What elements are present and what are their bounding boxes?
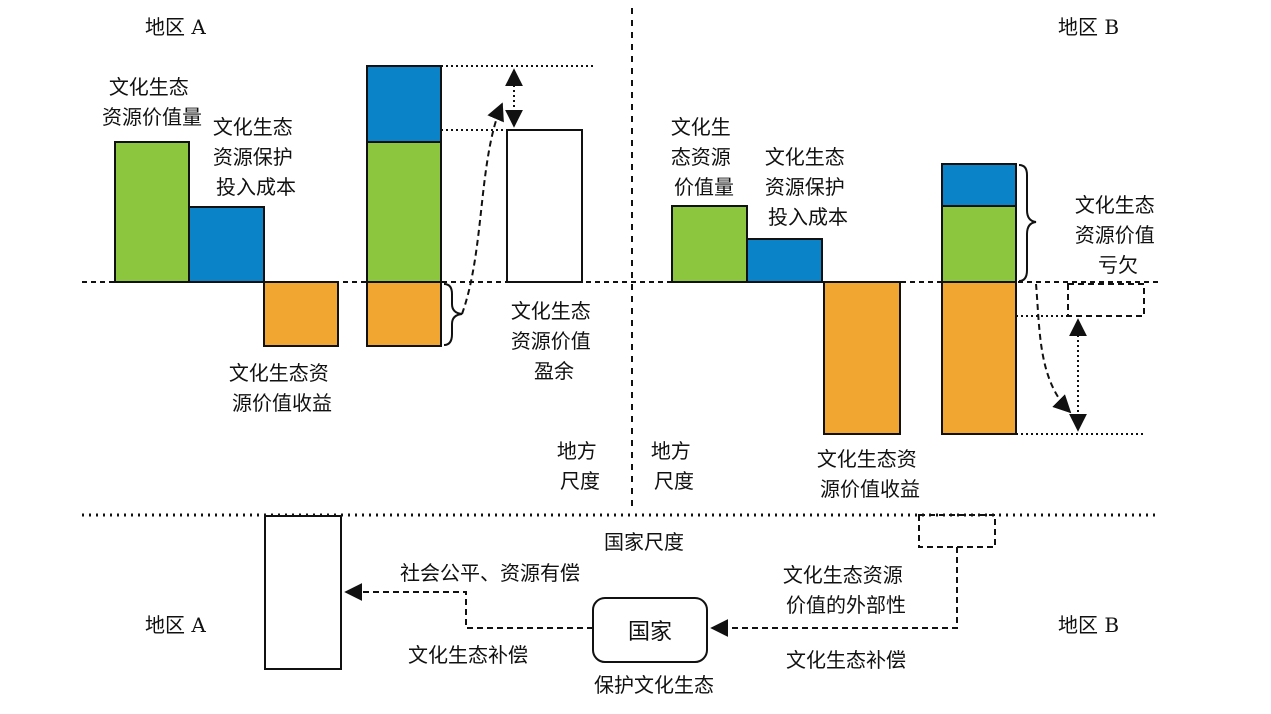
a-income-label: 文化生态资 源价值收益 xyxy=(229,361,335,415)
b-value-label: 文化生 态资源 价值量 xyxy=(671,115,737,199)
national-a-receiving-box xyxy=(264,515,342,670)
b-positive-brace xyxy=(1018,164,1037,282)
state-node xyxy=(592,597,708,663)
b-stack-cost-bar xyxy=(941,163,1017,207)
national-b-deficit-dashed-box xyxy=(918,514,996,548)
b-deficit-label: 文化生态 资源价值 亏欠 xyxy=(1075,193,1161,277)
a-stack-income-bar xyxy=(366,281,442,347)
a-cost-bar xyxy=(188,206,265,283)
externality-flow-arrow xyxy=(710,547,958,637)
externality-label: 文化生态资源 价值的外部性 xyxy=(783,563,909,617)
equity-label: 社会公平、资源有偿 xyxy=(400,561,580,585)
b-income-label: 文化生态资 源价值收益 xyxy=(817,447,923,501)
region-b-label-bottom: 地区 B xyxy=(1058,613,1119,637)
state-caption: 保护文化生态 xyxy=(594,673,714,697)
b-deficit-dashed-box xyxy=(1067,283,1145,317)
a-income-brace xyxy=(443,283,463,346)
b-cost-bar xyxy=(746,238,823,283)
b-cost-label: 文化生态 资源保护 投入成本 xyxy=(765,145,851,229)
local-scale-label-right: 地方 尺度 xyxy=(651,439,697,493)
region-a-label-bottom: 地区 A xyxy=(145,613,206,637)
b-income-bar xyxy=(823,281,901,435)
a-stack-cost-bar xyxy=(366,65,442,143)
a-transfer-dashed-arrow xyxy=(461,102,504,315)
a-value-label: 文化生态 资源价值量 xyxy=(102,75,202,129)
b-value-bar xyxy=(671,205,748,283)
region-a-bars xyxy=(114,65,583,347)
b-transfer-dashed-arrow xyxy=(1035,283,1072,414)
b-stack-income-bar xyxy=(941,281,1017,435)
a-surplus-label: 文化生态 资源价值 盈余 xyxy=(511,299,597,383)
local-scale-label-left: 地方 尺度 xyxy=(557,439,603,493)
state-label: 国家 xyxy=(628,620,672,645)
a-cost-label: 文化生态 资源保护 投入成本 xyxy=(213,115,299,199)
region-a-label-top: 地区 A xyxy=(145,15,206,39)
compensation-label-left: 文化生态补偿 xyxy=(408,643,528,667)
compensation-flow-arrow xyxy=(344,583,593,629)
national-scale-label: 国家尺度 xyxy=(604,530,684,554)
a-income-bar xyxy=(263,281,339,347)
region-b-label-top: 地区 B xyxy=(1058,15,1119,39)
a-stack-value-bar xyxy=(366,141,442,283)
a-value-bar xyxy=(114,141,190,283)
b-stack-value-bar xyxy=(941,205,1017,283)
a-surplus-bar xyxy=(506,129,583,283)
compensation-label-right: 文化生态补偿 xyxy=(786,648,906,672)
region-b-bars xyxy=(671,163,1017,435)
